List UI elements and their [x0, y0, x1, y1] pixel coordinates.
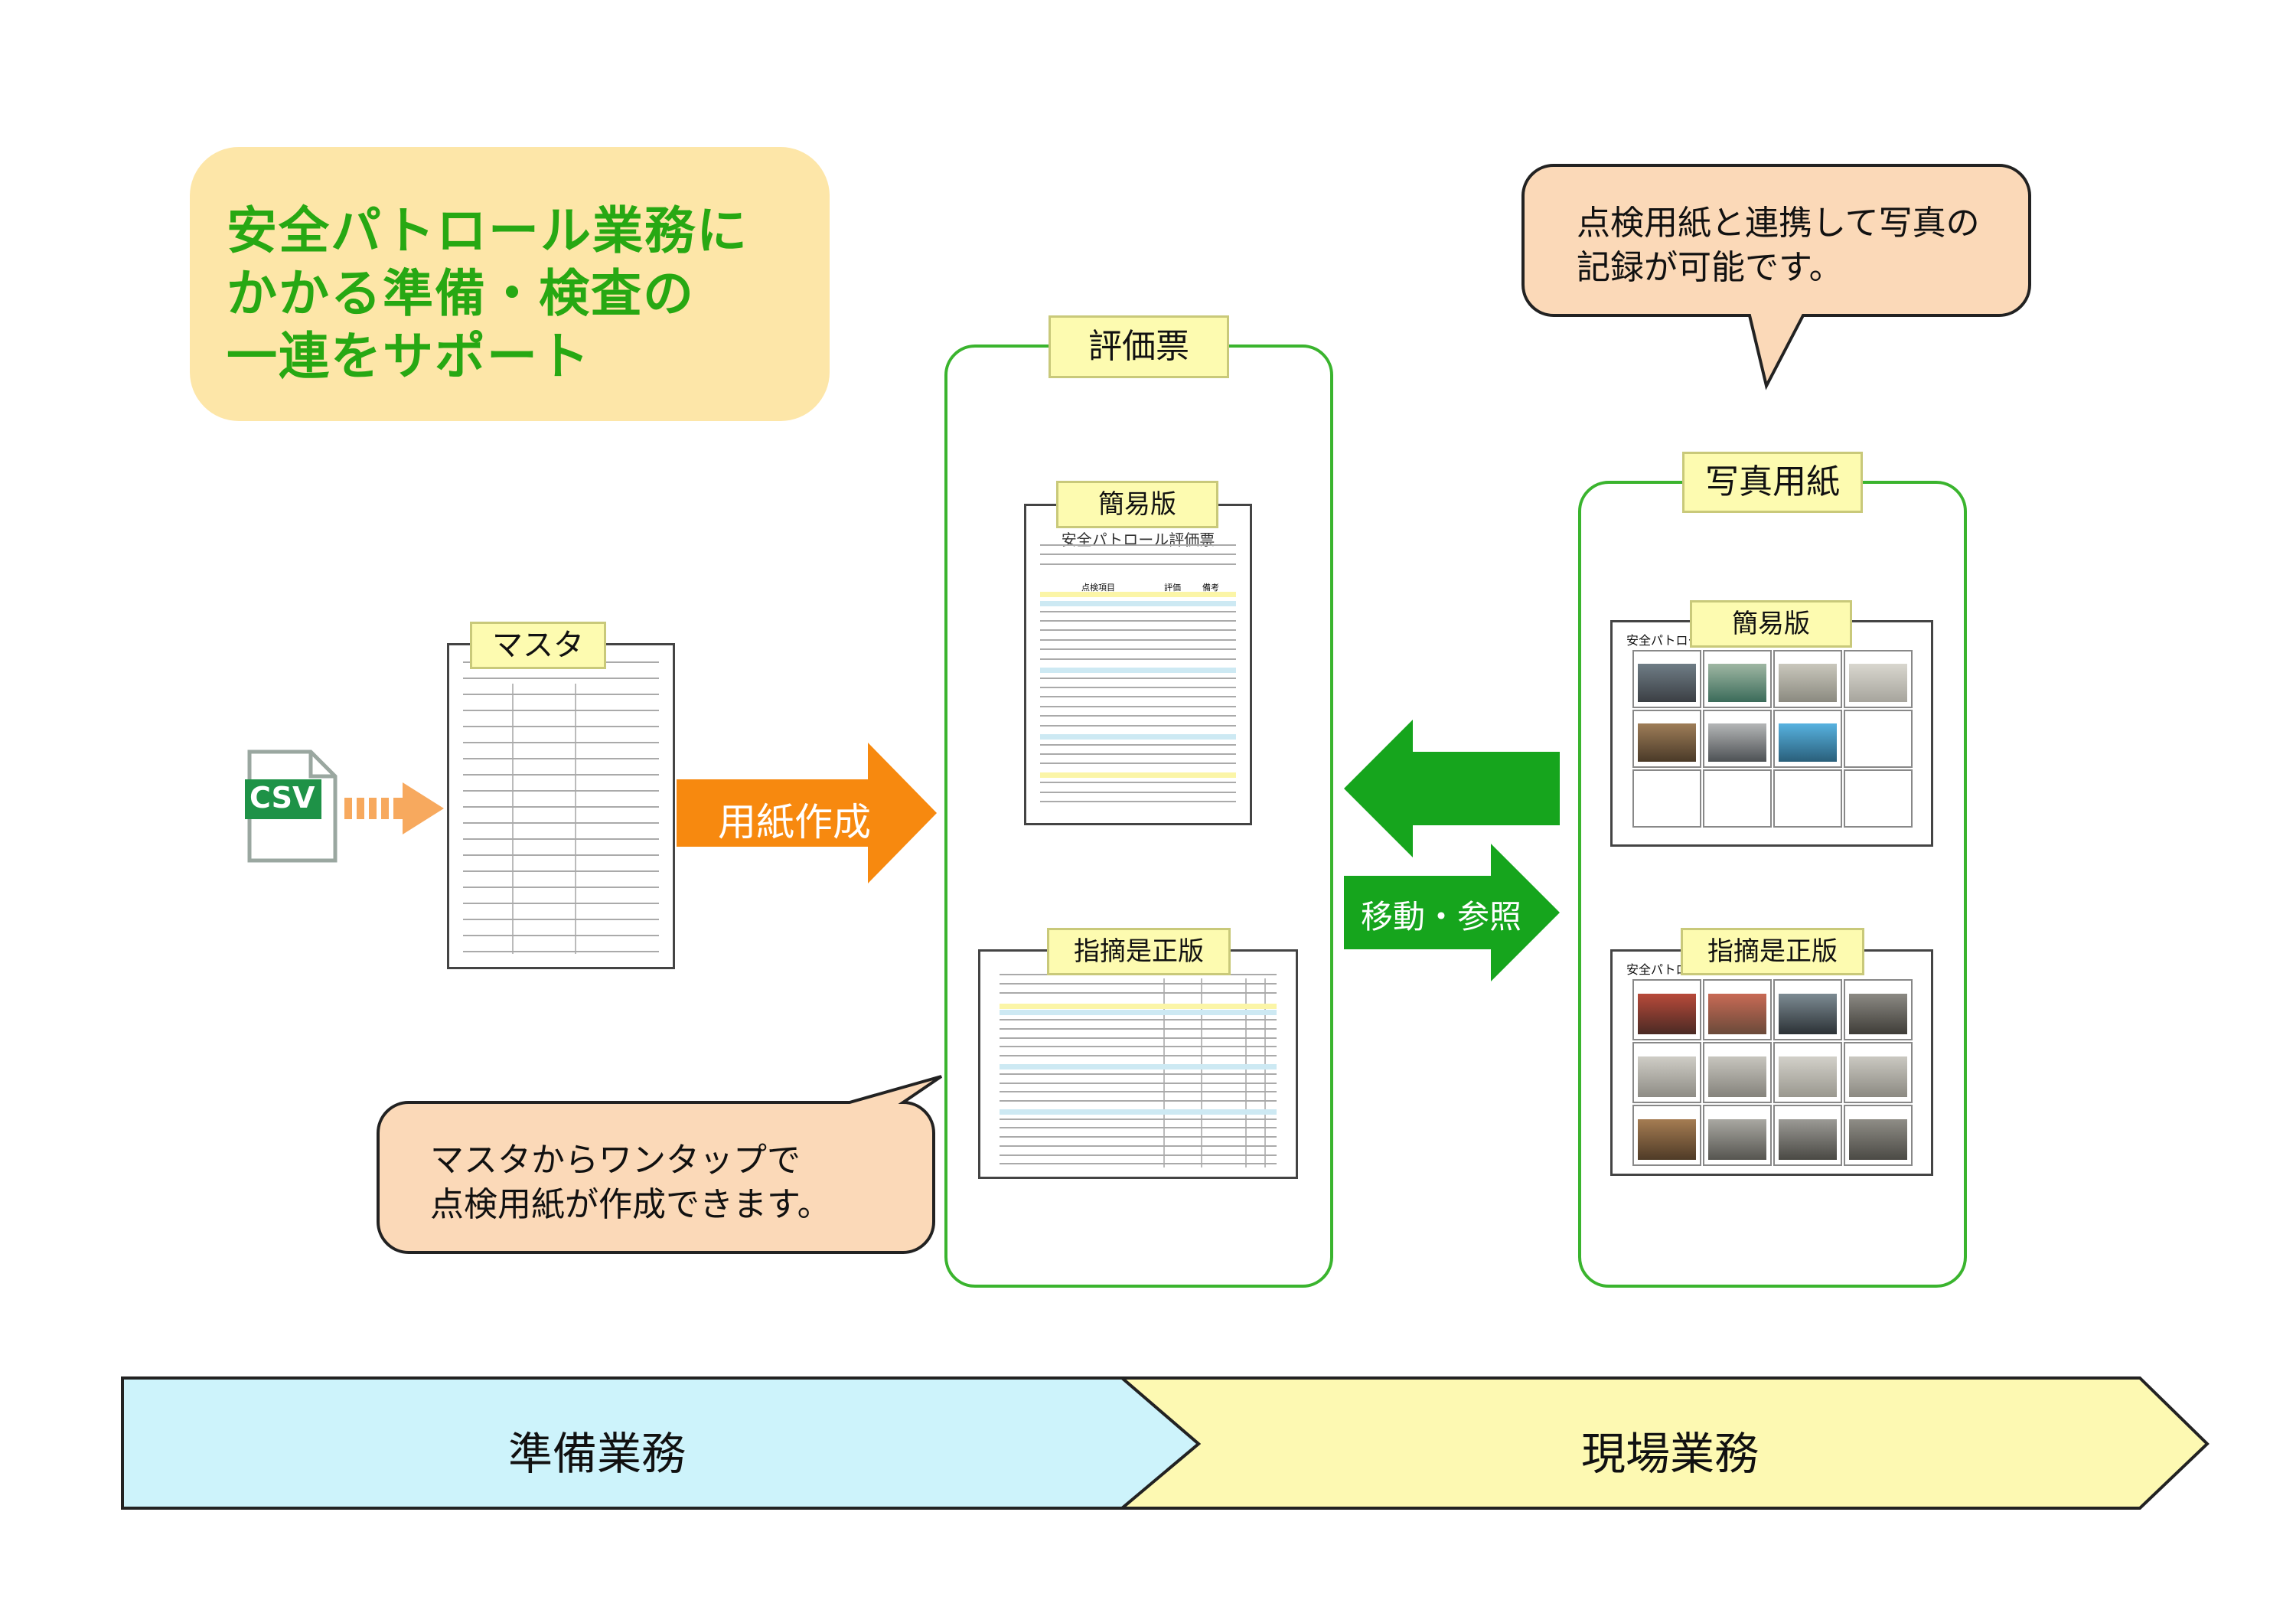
- evaluation-correction-label: 指摘是正版: [1047, 928, 1231, 975]
- headline-box: [190, 147, 830, 421]
- master-note-line-2: 点検用紙が作成できます。: [430, 1185, 831, 1224]
- photo-note-line-2: 記録が可能です。: [1577, 248, 1843, 287]
- headline-line-1: 安全パトロール業務に: [227, 201, 748, 260]
- master-label: マスタ: [470, 622, 606, 669]
- create-sheet-label: 用紙作成: [718, 800, 871, 844]
- master-sheet-thumbnail: [447, 643, 675, 969]
- evaluation-col-item: 点検項目: [1081, 583, 1115, 593]
- photo-correction-thumbnail: 安全パトロール: [1610, 949, 1933, 1176]
- evaluation-simple-label: 簡易版: [1056, 481, 1218, 528]
- photo-simple-thumbnail: 安全パトロール: [1610, 620, 1933, 847]
- evaluation-label: 評価票: [1049, 315, 1229, 378]
- create-sheet-arrow: [677, 743, 937, 883]
- master-note-line-1: マスタからワンタップで: [430, 1141, 801, 1180]
- import-arrow: [344, 782, 444, 834]
- move-back-arrow: [1344, 720, 1560, 857]
- headline-line-3: 一連をサポート: [227, 327, 591, 386]
- csv-icon-text: CSV: [249, 781, 315, 815]
- move-forward-arrow: [1344, 844, 1560, 981]
- photo-sheet-label: 写真用紙: [1682, 452, 1863, 513]
- photo-note-line-1: 点検用紙と連携して写真の: [1577, 204, 1980, 243]
- process-bands: [121, 1376, 2210, 1510]
- photo-note-bubble: [1521, 164, 2031, 390]
- evaluation-correction-thumbnail: [978, 949, 1298, 1179]
- move-reference-label: 移動・参照: [1361, 898, 1522, 936]
- evaluation-simple-thumbnail: 安全パトロール評価票 点検項目 評価 備考: [1024, 504, 1252, 825]
- evaluation-doc-title: 安全パトロール評価票: [1061, 531, 1215, 549]
- evaluation-col-remarks: 備考: [1202, 583, 1219, 593]
- csv-file-icon: [245, 749, 338, 863]
- photo-correction-label: 指摘是正版: [1681, 928, 1864, 975]
- master-note-bubble: [377, 1075, 943, 1254]
- evaluation-col-rating: 評価: [1164, 583, 1181, 593]
- photo-simple-label: 簡易版: [1690, 600, 1852, 648]
- site-band-label: 現場業務: [1581, 1428, 1760, 1480]
- preparation-band-label: 準備業務: [508, 1428, 687, 1480]
- headline-line-2: かかる準備・検査の: [227, 264, 695, 323]
